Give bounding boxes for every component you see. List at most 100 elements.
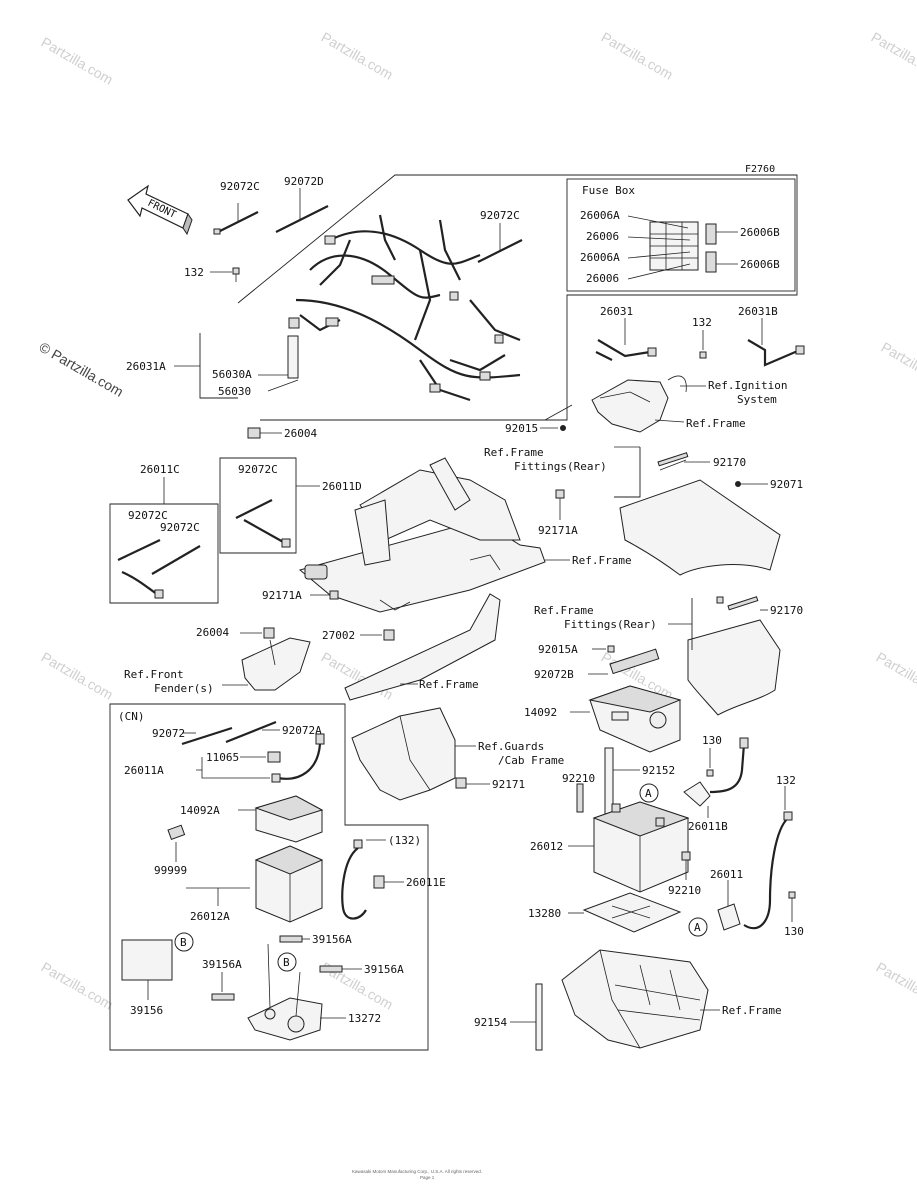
cable-26011 <box>717 811 793 931</box>
label-26012a: 26012A <box>190 910 230 923</box>
clamp-92072d <box>275 205 329 233</box>
label-132-b: 132 <box>692 316 712 329</box>
bolt-132-a <box>232 267 240 282</box>
front-fender <box>241 627 311 691</box>
label-14092: 14092 <box>524 706 557 719</box>
rear-fitting-panel-b <box>687 596 781 716</box>
label-92210: 92210 <box>562 772 595 785</box>
ref-guards-1: Ref.Guards <box>478 740 544 753</box>
label-92072c-d: 92072C <box>238 463 278 476</box>
label-92210-b: 92210 <box>668 884 701 897</box>
vehicle-frame <box>298 457 546 613</box>
ref-frame-fit-rear-b2: Fittings(Rear) <box>564 618 657 631</box>
label-56030: 56030 <box>218 385 251 398</box>
battery-tray-13272 <box>247 943 323 1041</box>
ref-ignition-1: Ref.Ignition <box>708 379 787 392</box>
label-26011d: 26011D <box>322 480 362 493</box>
label-92154: 92154 <box>474 1016 507 1029</box>
cable-26011e <box>341 839 385 920</box>
label-92015: 92015 <box>505 422 538 435</box>
label-26011a: 26011A <box>124 764 164 777</box>
group-26011c <box>109 477 219 604</box>
copyright-line-2: Page 1 <box>420 1175 435 1180</box>
callout-a-top-label: A <box>645 787 652 800</box>
label-26012: 26012 <box>530 840 563 853</box>
label-plate-99999 <box>167 824 186 841</box>
group-26011d <box>219 457 320 554</box>
label-56030a: 56030A <box>212 368 252 381</box>
label-92171a-a: 92171A <box>538 524 578 537</box>
watermark-4: Partzilla.com <box>869 29 917 83</box>
ref-frame-c: Ref.Frame <box>419 678 479 691</box>
watermark-6: Partzilla.com <box>39 649 116 703</box>
clamp-92072c-top <box>213 211 259 235</box>
label-26004-a: 26004 <box>284 427 317 440</box>
frame-piece-ignition <box>591 379 669 433</box>
label-26006b-b: 26006B <box>740 258 780 271</box>
cn-box <box>109 703 429 1051</box>
label-132-c: 132 <box>776 774 796 787</box>
battery-tray-13280 <box>582 892 682 933</box>
bracket-56030 <box>287 335 299 379</box>
callout-b-left-label: B <box>180 936 187 949</box>
rail-27002 <box>344 593 501 701</box>
watermark-2: Partzilla.com <box>319 29 396 83</box>
label-26011e: 26011E <box>406 876 446 889</box>
ref-front-fender-1: Ref.Front <box>124 668 184 681</box>
ref-frame-b: Ref.Frame <box>572 554 632 567</box>
label-92072c-c: 92072C <box>128 509 168 522</box>
label-26006a-a: 26006A <box>580 209 620 222</box>
label-26031: 26031 <box>600 305 633 318</box>
label-92171a-b: 92171A <box>262 589 302 602</box>
battery-26012a <box>254 845 324 923</box>
label-11065: 11065 <box>206 751 239 764</box>
cable-26011b <box>683 737 749 807</box>
sub-harness-26031b <box>747 339 805 367</box>
callout-a-bottom-label: A <box>694 921 701 934</box>
bracket-fitting-a <box>614 447 641 498</box>
watermark-5: Partzilla.com <box>879 339 917 393</box>
label-99999: 99999 <box>154 864 187 877</box>
ref-frame-a: Ref.Frame <box>686 417 746 430</box>
bolt-130-b <box>788 891 796 899</box>
label-92071: 92071 <box>770 478 803 491</box>
bolt-132-b <box>699 351 707 359</box>
clamp-92072c-right <box>477 239 523 263</box>
label-92072b: 92072B <box>534 668 574 681</box>
label-92072d: 92072D <box>284 175 324 188</box>
label-92171: 92171 <box>492 778 525 791</box>
label-26004-b: 26004 <box>196 626 229 639</box>
callout-b-left <box>174 932 194 952</box>
bolt-130-a <box>706 769 714 777</box>
label-26006-a: 26006 <box>586 230 619 243</box>
label-39156: 39156 <box>130 1004 163 1017</box>
label-26011b: 26011B <box>688 820 728 833</box>
ref-frame-d: Ref.Frame <box>722 1004 782 1017</box>
callout-b-center <box>277 952 297 972</box>
label-92170-a: 92170 <box>713 456 746 469</box>
label-130-b: 130 <box>784 925 804 938</box>
label-27002: 27002 <box>322 629 355 642</box>
label-92072c-e: 92072C <box>160 521 200 534</box>
fuse-box-frame <box>566 178 796 292</box>
callout-b-center-label: B <box>283 956 290 969</box>
fuse-b-top <box>705 223 717 245</box>
label-13280: 13280 <box>528 907 561 920</box>
label-92170-b: 92170 <box>770 604 803 617</box>
sub-harness-26031 <box>595 339 657 361</box>
bolt-92015 <box>560 425 566 431</box>
nut-92210-b <box>681 851 691 861</box>
relay-26004-top <box>247 427 261 439</box>
label-14092a: 14092A <box>180 804 220 817</box>
cn-label: (CN) <box>118 710 145 723</box>
ref-guards-2: /Cab Frame <box>498 754 564 767</box>
callout-a-top <box>639 783 659 803</box>
ref-frame-fit-rear-a1: Ref.Frame <box>484 446 544 459</box>
pad-39156a-top <box>279 935 303 943</box>
strap-92072 <box>181 726 233 746</box>
watermark-10: Partzilla.com <box>39 959 116 1013</box>
fuse-box-title: Fuse Box <box>582 184 635 197</box>
pad-39156a-left <box>211 993 235 1001</box>
label-39156a-c: 39156A <box>364 963 404 976</box>
